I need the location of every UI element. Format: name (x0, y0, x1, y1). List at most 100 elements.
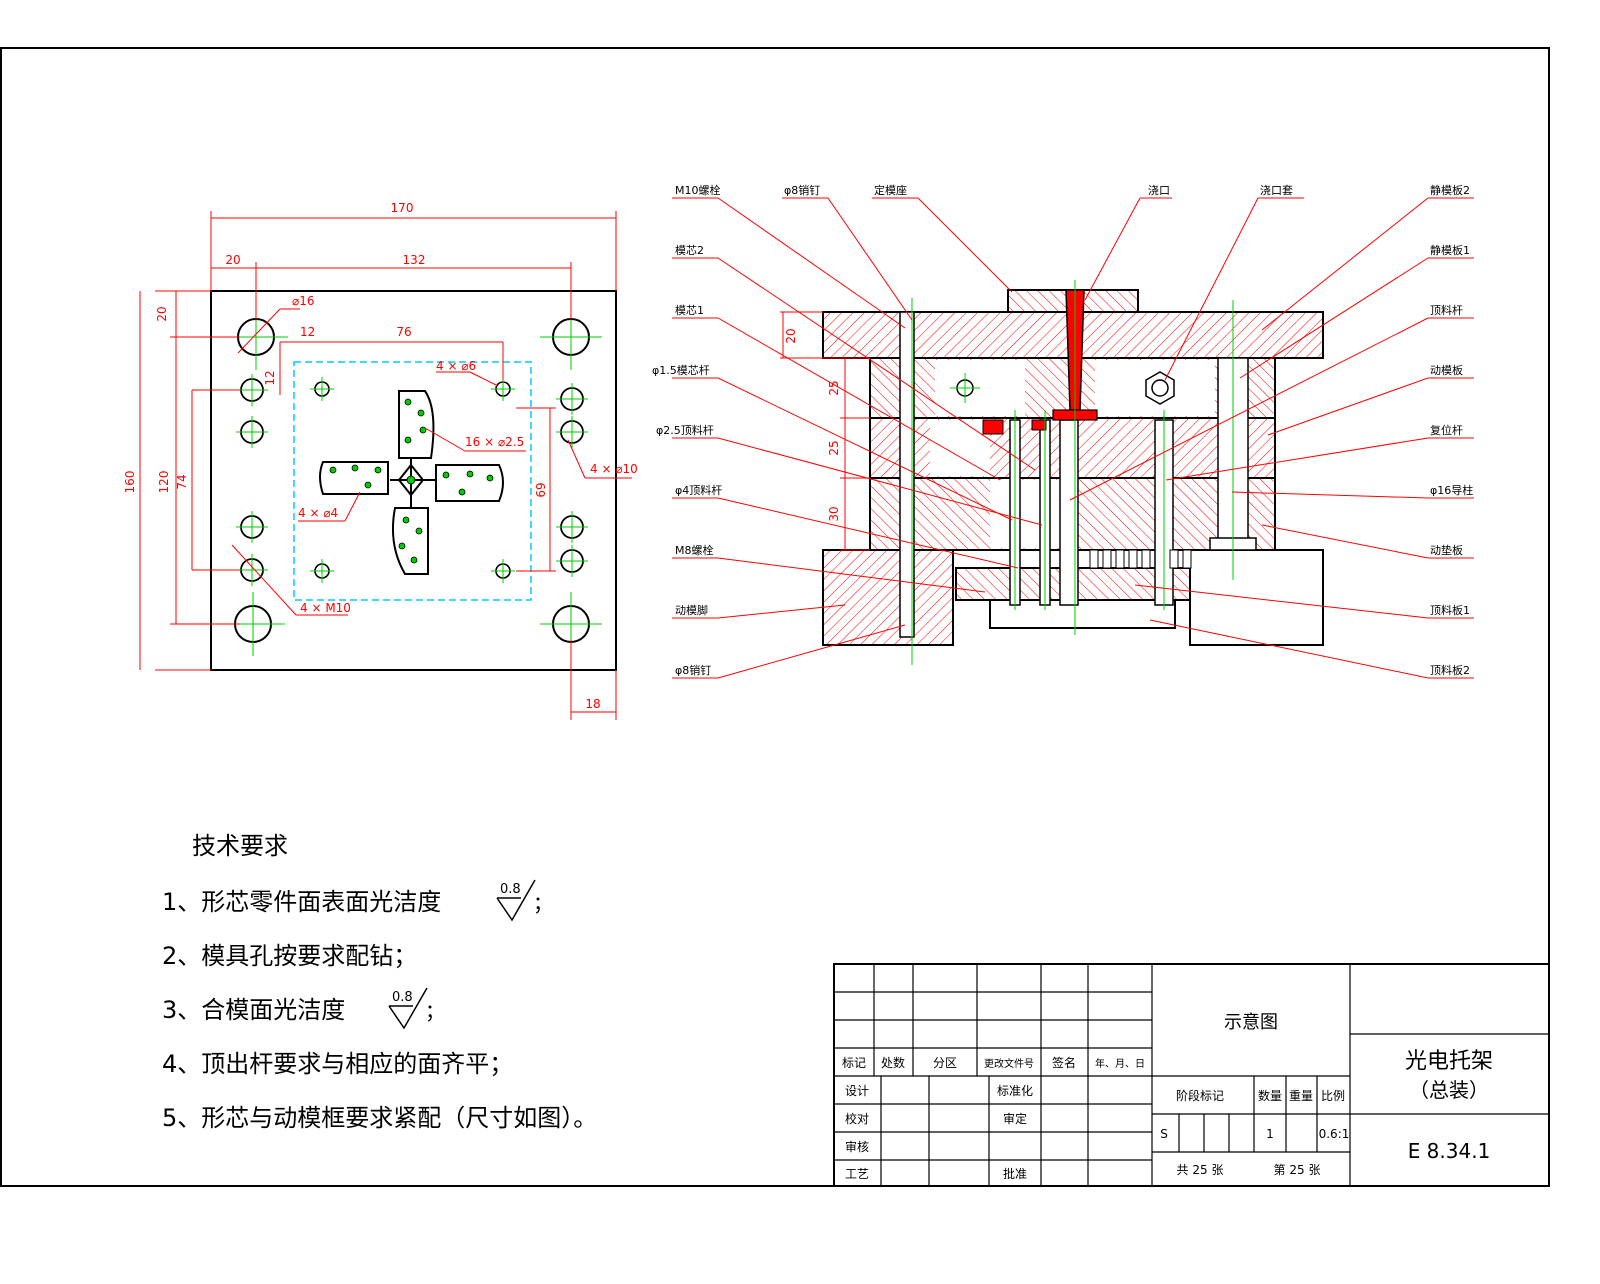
tech-title: 技术要求 (192, 832, 288, 860)
tech-requirements: 技术要求 1、形芯零件面表面光洁度 2、模具孔按要求配钻； 3、合模面光洁度 4… (162, 832, 597, 1132)
section-centerlines (911, 280, 1234, 665)
label-pin-top: φ8销钉 (784, 183, 820, 197)
plan-dim-texts: 170 20 132 ⌀16 12 76 4 × ⌀6 16 × ⌀2.5 4 … (123, 201, 638, 711)
ejector-pin-row (1089, 549, 1192, 569)
label-m8-bolt: M8螺栓 (675, 543, 714, 557)
role-process: 工艺 (845, 1167, 869, 1181)
label-return-pin: 复位杆 (1430, 423, 1463, 437)
dim-section-25a: 25 (827, 380, 841, 395)
role-check: 校对 (845, 1111, 869, 1126)
product-name: 光电托架 (1405, 1049, 1493, 1074)
dim-section-20: 20 (784, 328, 798, 343)
dim-4x10: 4 × ⌀10 (590, 462, 638, 476)
plan-dimensions (139, 211, 632, 720)
ejector-plate-2 (989, 599, 1176, 629)
dim-120: 120 (157, 471, 171, 494)
label-moving-foot: 动模脚 (675, 603, 708, 617)
dim-74: 74 (175, 474, 189, 489)
roughness-symbol-3: 0.8 ； (388, 987, 445, 1030)
role-review: 审核 (845, 1139, 869, 1154)
label-fixed-seat: 定模座 (874, 183, 907, 197)
dim-4x6: 4 × ⌀6 (436, 359, 476, 373)
label-gate: 浇口 (1148, 184, 1170, 197)
sheets-total: 共 25 张 (1177, 1163, 1224, 1177)
moving-foot-right (1189, 549, 1324, 646)
sheet-border (0, 47, 1550, 1187)
label-guide-pillar: φ16导柱 (1430, 483, 1473, 497)
label-moving-plate: 动模板 (1430, 363, 1463, 377)
sheet-number: 第 25 张 (1274, 1163, 1321, 1177)
dim-20-top: 20 (225, 253, 240, 267)
tech-item-5: 5、形芯与动模框要求紧配（尺寸如图）。 (162, 1104, 597, 1132)
dim-dia16: ⌀16 (292, 294, 315, 308)
dim-12-v: 12 (263, 370, 277, 385)
stage-label: 阶段标记 (1176, 1088, 1224, 1103)
drawing-name: 示意图 (1224, 1012, 1278, 1033)
roughness-suffix-1: ； (533, 891, 553, 915)
stage-value: S (1160, 1127, 1168, 1141)
label-ejector-pin: 顶料杆 (1430, 303, 1463, 317)
dim-160: 160 (123, 471, 137, 494)
section-dimensions (780, 311, 870, 551)
part-labels: M10螺栓 φ8销钉 定模座 浇口 浇口套 模芯2 模芯1 φ1.5模芯杆 φ2… (652, 183, 1473, 677)
scale-value: 0.6:1 (1319, 1127, 1350, 1141)
tech-item-1: 1、形芯零件面表面光洁度 (162, 888, 441, 916)
role-standard: 标准化 (997, 1084, 1033, 1098)
dim-69: 69 (534, 482, 548, 497)
role-ratify: 批准 (1003, 1166, 1027, 1181)
label-support-plate: 动垫板 (1430, 543, 1463, 557)
core-pin-dots (329, 398, 494, 564)
qty-value: 1 (1266, 1127, 1274, 1141)
dim-section-30: 30 (827, 506, 841, 521)
label-pin-bottom: φ8销钉 (675, 663, 711, 677)
header-sign: 签名 (1052, 1055, 1076, 1070)
nut-icon (1145, 371, 1175, 405)
header-mark: 标记 (842, 1056, 866, 1070)
header-date: 年、月、日 (1095, 1057, 1145, 1070)
label-ejector-25: φ2.5顶料杆 (656, 423, 714, 437)
dim-4x4: 4 × ⌀4 (298, 506, 338, 520)
drawing-number: E 8.34.1 (1408, 1139, 1491, 1163)
scale-label: 比例 (1321, 1089, 1345, 1103)
dim-132: 132 (403, 253, 426, 267)
dim-m10: 4 × M10 (300, 601, 351, 615)
label-ejector-plate-2: 顶料板2 (1430, 663, 1470, 677)
gate-marks (982, 419, 1047, 435)
leader-lines (672, 197, 1474, 679)
product-sub: （总装） (1409, 1078, 1489, 1102)
dim-170: 170 (391, 201, 414, 215)
dim-20-left: 20 (155, 306, 169, 321)
weight-label: 重量 (1289, 1089, 1313, 1103)
dim-16x25: 16 × ⌀2.5 (465, 435, 524, 449)
roughness-value-1: 0.8 (500, 882, 521, 897)
label-ejector-4: φ4顶料杆 (675, 483, 722, 497)
roughness-suffix-3: ； (425, 999, 445, 1023)
dim-76: 76 (396, 325, 411, 339)
title-block (833, 963, 1550, 1187)
roughness-symbol-1: 0.8 ； (496, 879, 553, 922)
section-dim-texts: 20 25 25 30 (784, 328, 841, 521)
tech-item-3: 3、合模面光洁度 (162, 996, 345, 1024)
header-count: 处数 (881, 1055, 905, 1070)
plan-view: 170 20 132 ⌀16 12 76 4 × ⌀6 16 × ⌀2.5 4 … (123, 201, 638, 720)
label-sprue-bushing: 浇口套 (1260, 184, 1293, 197)
label-core-1: 模芯1 (675, 303, 704, 317)
dim-section-25b: 25 (827, 440, 841, 455)
label-m10-bolt: M10螺栓 (675, 183, 721, 197)
plan-plate-outline (210, 290, 617, 671)
dim-18: 18 (585, 697, 600, 711)
plan-centerlines (222, 305, 602, 656)
role-approve: 审定 (1003, 1111, 1027, 1126)
tech-item-4: 4、顶出杆要求与相应的面齐平； (162, 1050, 513, 1078)
label-core-2: 模芯2 (675, 243, 704, 257)
label-core-pin: φ1.5模芯杆 (652, 363, 710, 377)
header-zone: 分区 (933, 1056, 957, 1070)
role-design: 设计 (845, 1084, 869, 1098)
label-ejector-plate-1: 顶料板1 (1430, 603, 1470, 617)
title-block-text: 标记 处数 分区 更改文件号 签名 年、月、日 设计 校对 审核 工艺 标准化 … (842, 1012, 1493, 1181)
tech-item-2: 2、模具孔按要求配钻； (162, 942, 417, 970)
dim-12-h: 12 (300, 325, 315, 339)
label-fixed-plate-1: 静模板1 (1430, 243, 1470, 257)
label-fixed-plate-2: 静模板2 (1430, 183, 1470, 197)
